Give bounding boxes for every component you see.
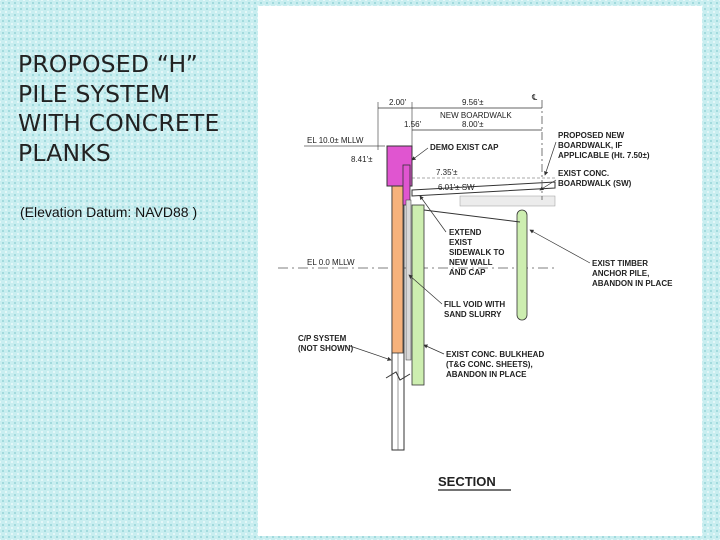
dim-6-01: 6.01'± SW <box>438 183 475 192</box>
svg-text:EXIST: EXIST <box>449 238 472 247</box>
callout-cp-system: C/P SYSTEM (NOT SHOWN) <box>298 334 353 353</box>
callout-timber-pile: EXIST TIMBER ANCHOR PILE, ABANDON IN PLA… <box>592 259 673 288</box>
section-label: SECTION <box>438 474 496 489</box>
dim-1-56: 1.56' <box>404 120 422 129</box>
svg-text:(NOT SHOWN): (NOT SHOWN) <box>298 344 353 353</box>
dim-7-35: 7.35'± <box>436 168 458 177</box>
title-line-2: PILE SYSTEM <box>18 79 171 108</box>
leader-proposed-boardwalk <box>544 141 557 176</box>
timber-anchor-pile <box>516 209 528 321</box>
leader-exist-bulkhead <box>423 344 445 355</box>
slide-title: PROPOSED “H” PILE SYSTEM WITH CONCRETE P… <box>18 50 253 168</box>
svg-text:EXIST CONC.: EXIST CONC. <box>558 169 609 178</box>
callout-proposed-boardwalk: PROPOSED NEW BOARDWALK, IF APPLICABLE (H… <box>558 131 650 160</box>
leader-demo-cap <box>411 147 429 161</box>
sidewalk-slab <box>411 181 556 197</box>
centerline-symbol: ℄ <box>531 93 538 102</box>
title-line-1: PROPOSED “H” <box>18 50 198 78</box>
title-line-4: PLANKS <box>18 138 111 167</box>
sand-slurry-void <box>405 199 412 361</box>
svg-text:ANCHOR PILE,: ANCHOR PILE, <box>592 269 649 278</box>
leader-timber-pile <box>529 229 591 264</box>
title-line-3: WITH CONCRETE <box>18 109 220 137</box>
dim-new-boardwalk: NEW BOARDWALK <box>440 111 512 120</box>
existing-bulkhead-fill <box>411 204 425 386</box>
leader-extend-sidewalk <box>419 195 447 233</box>
callout-fill-void: FILL VOID WITH SAND SLURRY <box>444 300 505 319</box>
svg-text:(T&G CONC. SHEETS),: (T&G CONC. SHEETS), <box>446 360 533 369</box>
callout-exist-boardwalk: EXIST CONC. BOARDWALK (SW) <box>558 169 632 188</box>
tie-rod <box>423 209 521 223</box>
svg-text:AND CAP: AND CAP <box>449 268 486 277</box>
existing-boardwalk-texture <box>459 195 556 207</box>
elevation-datum-note: (Elevation Datum: NAVD88 ) <box>20 204 198 220</box>
cap-extension <box>402 164 411 206</box>
svg-text:C/P SYSTEM: C/P SYSTEM <box>298 334 347 343</box>
svg-text:BOARDWALK, IF: BOARDWALK, IF <box>558 141 623 150</box>
leader-exist-boardwalk <box>539 179 557 191</box>
dim-8-00: 8.00'± <box>462 120 484 129</box>
leader-cp-system <box>349 345 392 361</box>
svg-text:BOARDWALK (SW): BOARDWALK (SW) <box>558 179 632 188</box>
el-0-label: EL 0.0 MLLW <box>307 258 355 267</box>
svg-text:APPLICABLE (Ht. 7.50±): APPLICABLE (Ht. 7.50±) <box>558 151 650 160</box>
svg-text:EXIST TIMBER: EXIST TIMBER <box>592 259 648 268</box>
svg-text:NEW WALL: NEW WALL <box>449 258 493 267</box>
svg-text:PROPOSED NEW: PROPOSED NEW <box>558 131 625 140</box>
h-pile <box>391 164 404 354</box>
svg-text:EXTEND: EXTEND <box>449 228 482 237</box>
svg-text:SAND SLURRY: SAND SLURRY <box>444 310 502 319</box>
callout-demo-cap: DEMO EXIST CAP <box>430 143 499 152</box>
callout-extend-sidewalk: EXTEND EXIST SIDEWALK TO NEW WALL AND CA… <box>449 228 504 277</box>
dim-8-41: 8.41'± <box>351 155 373 164</box>
el-10-label: EL 10.0± MLLW <box>307 136 364 145</box>
dim-2-00: 2.00' <box>389 98 407 107</box>
leader-fill-void <box>408 274 443 305</box>
svg-text:SIDEWALK TO: SIDEWALK TO <box>449 248 504 257</box>
callout-exist-bulkhead: EXIST CONC. BULKHEAD (T&G CONC. SHEETS),… <box>446 350 544 379</box>
drawing-panel <box>258 6 702 536</box>
svg-text:FILL VOID WITH: FILL VOID WITH <box>444 300 505 309</box>
svg-text:ABANDON IN PLACE: ABANDON IN PLACE <box>592 279 673 288</box>
svg-text:EXIST CONC. BULKHEAD: EXIST CONC. BULKHEAD <box>446 350 544 359</box>
break-mark <box>385 371 411 381</box>
svg-text:ABANDON IN PLACE: ABANDON IN PLACE <box>446 370 527 379</box>
dim-9-56: 9.56'± <box>462 98 484 107</box>
